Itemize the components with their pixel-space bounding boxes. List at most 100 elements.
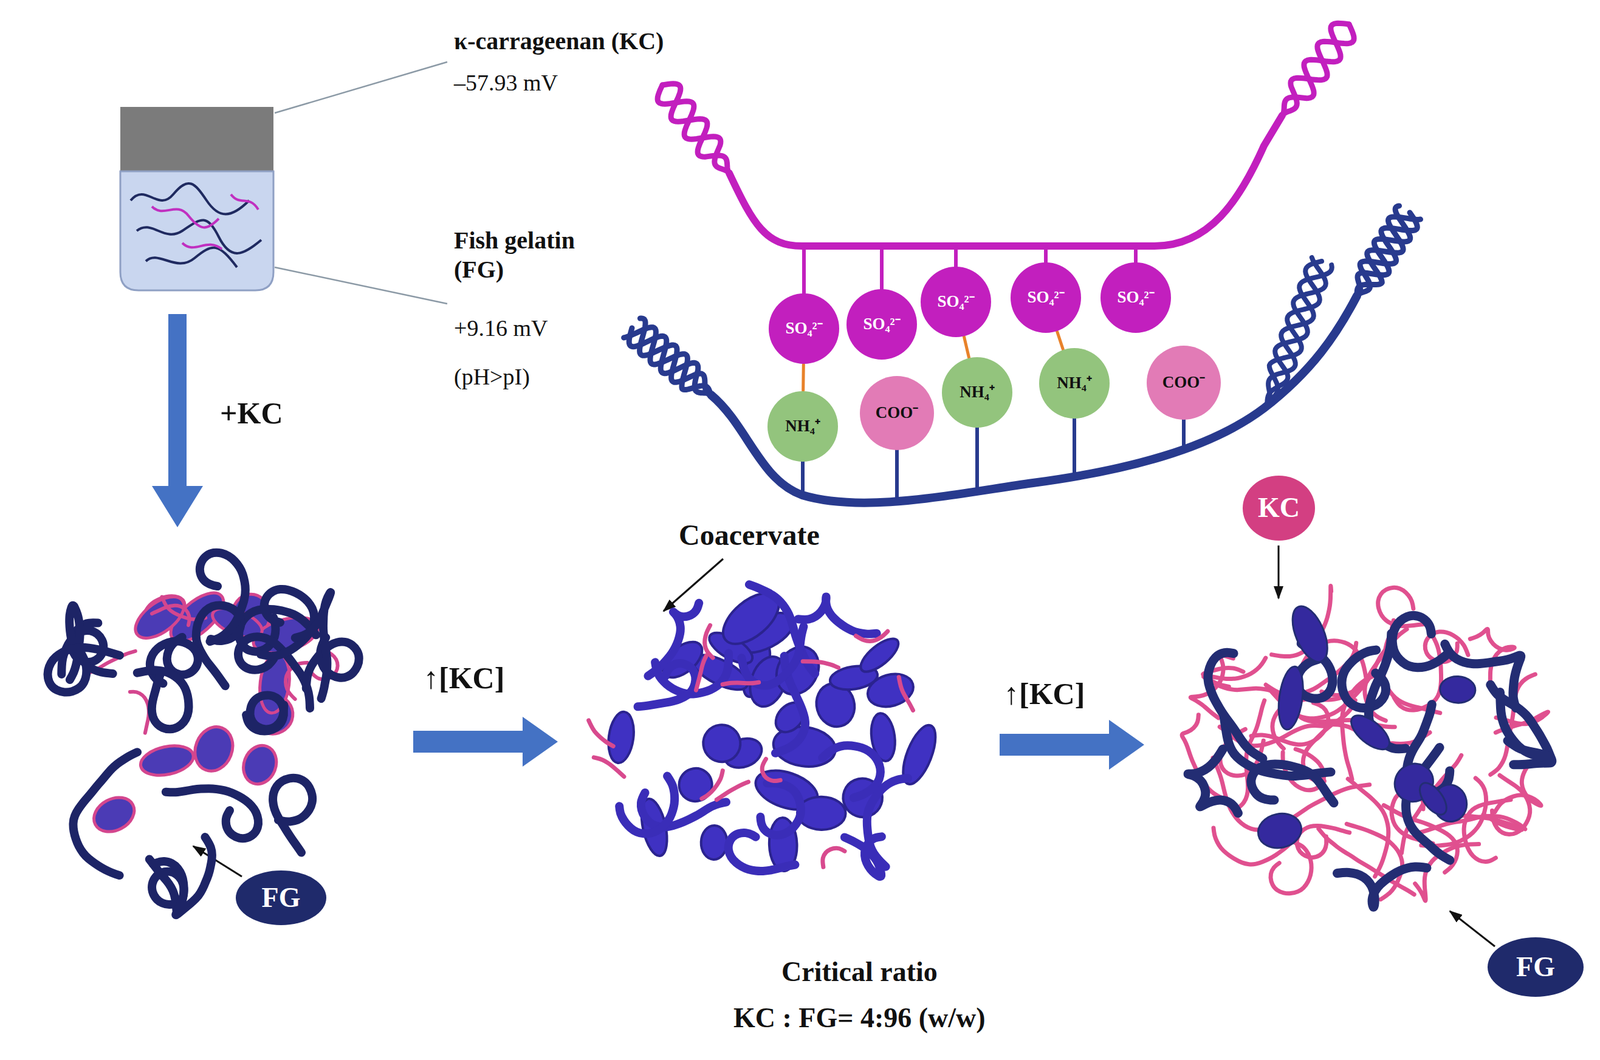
sulfate-linkage <box>879 249 884 290</box>
node-text: COO⁻ <box>875 403 919 423</box>
node-text: SO₄²⁻ <box>785 319 823 338</box>
gelatin-strand <box>1392 615 1449 668</box>
gelatin-strand <box>72 752 138 876</box>
carrageenan-strand <box>722 682 759 685</box>
process-arrow <box>151 314 203 528</box>
ammonium-group-circle: NH₄⁺ <box>941 356 1013 429</box>
complex-particle <box>1285 601 1335 668</box>
sulfate-linkage <box>954 249 958 268</box>
gelatin-strand <box>295 592 331 699</box>
coacervate-droplet <box>672 762 719 809</box>
sulfate-group-circle: SO₄²⁻ <box>920 266 992 338</box>
carrageenan-chain <box>729 115 1283 247</box>
node-shape <box>1242 475 1316 541</box>
sulfate-group-circle: SO₄²⁻ <box>845 288 918 361</box>
fg-label-ellipse: FG <box>1486 937 1585 998</box>
carrageenan-strand <box>822 848 845 868</box>
carboxylate-group-circle: COO⁻ <box>859 375 935 451</box>
ph-condition: (pH>pI) <box>453 363 530 392</box>
gelatin-strand <box>638 663 696 707</box>
gelatin-strand <box>1208 652 1263 759</box>
side-chain-linkage <box>1072 418 1077 474</box>
concentration-label: ↑[KC] <box>1003 675 1085 713</box>
leader-arrow <box>663 559 724 612</box>
gelatin-strand <box>741 627 804 687</box>
carrageenan-strand <box>1452 814 1522 831</box>
leader-arrow <box>1449 911 1495 947</box>
gelatin-strand <box>199 552 246 642</box>
node-shape <box>920 266 992 338</box>
node-text: SO₄²⁻ <box>862 314 900 334</box>
gelatin-strand <box>260 589 315 657</box>
gelatin-strand <box>137 670 189 730</box>
gelatin-strand <box>165 788 259 839</box>
carrageenan-strand <box>593 757 625 778</box>
gelatin-strand <box>306 637 360 689</box>
coacervate-droplet <box>605 710 637 765</box>
ammonium-group-circle: NH₄⁺ <box>766 390 839 463</box>
carrageenan-strand <box>762 758 781 781</box>
process-arrow <box>999 720 1145 770</box>
beaker-polymer <box>151 206 219 228</box>
side-chain-linkage <box>800 461 805 493</box>
beaker-polymer <box>182 243 222 250</box>
side-chain-linkage <box>895 449 899 498</box>
carrageenan-strand <box>701 771 723 800</box>
node-text: FG <box>261 882 301 915</box>
gelatin-triple-helix <box>1266 257 1326 406</box>
carrageenan-strand <box>855 631 888 642</box>
ionic-bond-line <box>964 336 970 358</box>
gelatin-strand <box>844 836 882 877</box>
gelatin-strand <box>760 783 801 836</box>
fg-label-ellipse: FG <box>235 870 327 927</box>
kc-label-ellipse: KC <box>1242 475 1316 542</box>
ionic-bond-line <box>1057 331 1064 350</box>
beaker-polymer <box>230 194 259 210</box>
node-text: SO₄²⁻ <box>937 292 975 312</box>
carrageenan-strand <box>696 655 707 691</box>
gelatin-strand <box>69 605 113 680</box>
coacervate-label: Coacervate <box>678 517 820 553</box>
node-shape <box>846 289 917 360</box>
zeta-potential: +9.16 mV <box>453 314 548 343</box>
gelatin-strand <box>1251 764 1334 804</box>
gelatin-triple-helix <box>624 327 711 395</box>
sulfate-group-circle: SO₄²⁻ <box>768 292 840 365</box>
carrageenan-strand <box>1296 825 1350 858</box>
callout-line <box>274 61 448 114</box>
node-text: NH₄⁺ <box>959 382 995 402</box>
side-chain-linkage <box>975 427 979 488</box>
coacervate-droplet <box>700 825 728 860</box>
polymer-name: Fish gelatin (FG) <box>453 226 606 285</box>
node-shape <box>1146 345 1221 420</box>
node-text: NH₄⁺ <box>785 416 821 436</box>
gelatin-strand <box>1337 867 1427 908</box>
carrageenan-strand <box>1270 842 1312 894</box>
node-text: COO⁻ <box>1162 373 1206 392</box>
process-arrow <box>413 717 558 767</box>
ammonium-group-circle: NH₄⁺ <box>1038 347 1111 420</box>
side-chain-linkage <box>1181 419 1186 447</box>
gelatin-strand <box>728 833 796 872</box>
carrageenan-strand <box>1347 779 1389 877</box>
gelatin-triple-helix <box>1266 264 1333 406</box>
beaker-headspace <box>120 106 274 172</box>
beaker-solution <box>120 171 274 291</box>
carboxylate-group-circle: COO⁻ <box>1146 345 1222 421</box>
complex-particle <box>137 741 197 780</box>
carrageenan-strand <box>1393 636 1442 711</box>
sulfate-linkage <box>1133 249 1138 264</box>
sulfate-group-circle: SO₄²⁻ <box>1099 261 1172 334</box>
complex-particle <box>1345 709 1396 756</box>
complex-particle <box>1414 778 1452 820</box>
complex-particle <box>1254 810 1305 852</box>
gelatin-strand <box>797 596 877 634</box>
gelatin-strand <box>48 647 120 693</box>
carrageenan-strand <box>716 782 749 800</box>
node-shape <box>859 376 934 451</box>
node-shape <box>767 391 838 462</box>
gelatin-triple-helix <box>1266 261 1322 406</box>
node-text: FG <box>1516 951 1556 984</box>
gelatin-strand <box>1187 749 1238 814</box>
